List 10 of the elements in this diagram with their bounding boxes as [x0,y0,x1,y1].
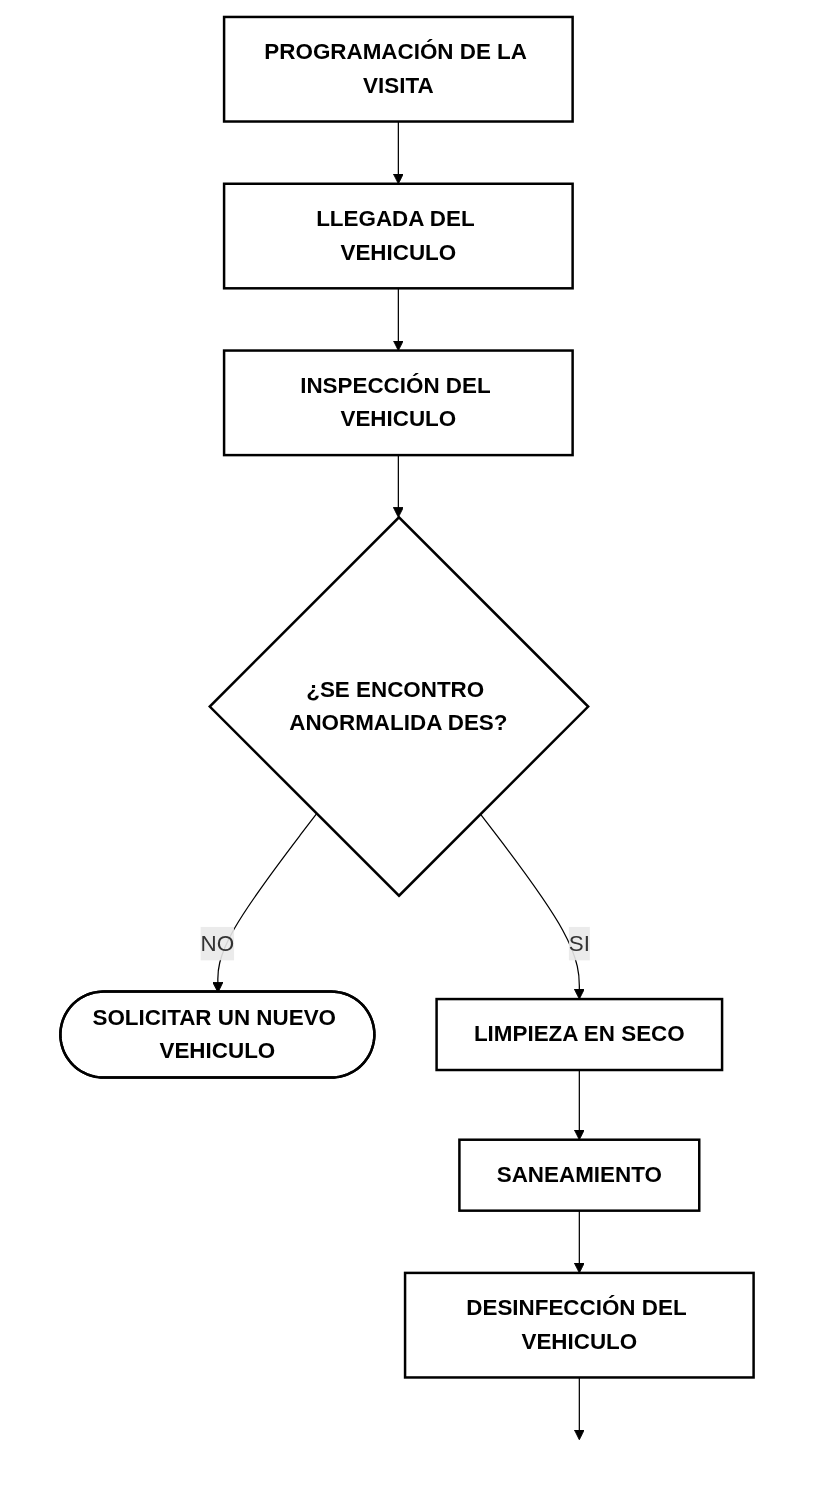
node-box: LIMPIEZA EN SECO [435,997,724,1072]
edge-label: NO [200,930,235,956]
edge-label: SI [568,930,590,956]
node-box: LLEGADA DEL VEHICULO [222,182,574,290]
node-box: INSPECCIÓN DEL VEHICULO [222,349,574,457]
arrow [479,813,585,1000]
node-box: DESINFECCIÓN DEL VEHICULO [403,1271,755,1379]
node-box: PROGRAMACIÓN DE LA VISITA [222,15,574,123]
node-diamond: ¿SE ENCONTRO ANORMALIDA DES? [208,515,590,898]
node-box: SANEAMIENTO [458,1138,701,1212]
